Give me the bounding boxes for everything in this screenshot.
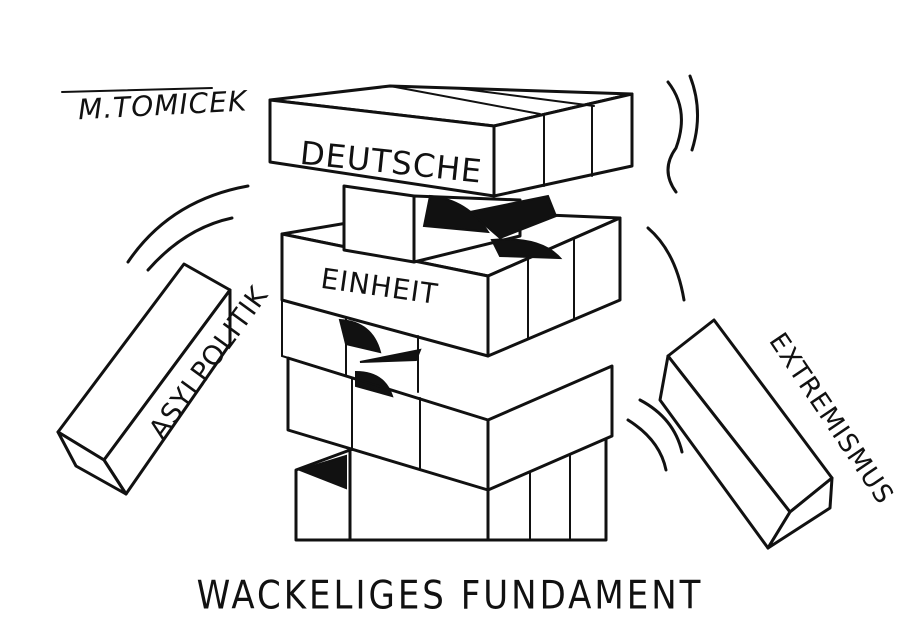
left-falling-block: ASYLPOLITIK (56, 262, 275, 496)
cartoon-caption: WACKELIGES FUNDAMENT (196, 573, 704, 619)
right-falling-block: EXTREMISMUS (658, 318, 899, 550)
wobble-lines (126, 74, 700, 472)
artist-signature: M.TOMICEK (61, 84, 250, 126)
jenga-tower (268, 84, 634, 542)
